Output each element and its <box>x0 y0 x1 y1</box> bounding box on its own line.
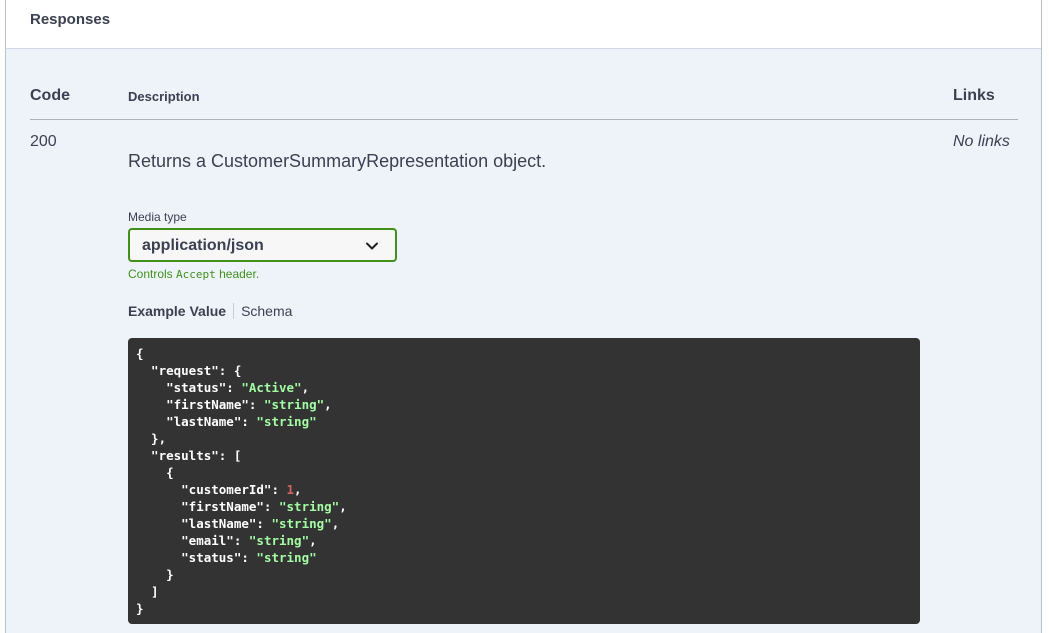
tab-divider <box>233 303 235 319</box>
code-line: } <box>136 567 174 582</box>
code-line: "firstName": "string", <box>136 499 347 514</box>
code-line: "lastName": "string", <box>136 516 340 531</box>
code-line: "results": [ <box>136 448 242 463</box>
response-code: 200 <box>30 133 57 150</box>
controls-suffix: header. <box>215 267 260 281</box>
example-schema-tabs: Example Value Schema <box>128 303 292 319</box>
column-header-links: Links <box>953 87 995 104</box>
controls-header-name: Accept <box>176 268 216 281</box>
code-line: "status": "Active", <box>136 380 310 395</box>
chevron-down-icon <box>366 242 378 250</box>
media-type-value: application/json <box>142 237 264 254</box>
section-title: Responses <box>30 11 111 28</box>
tab-schema[interactable]: Schema <box>241 303 293 319</box>
code-line: { <box>136 465 174 480</box>
example-json-text: { "request": { "status": "Active", "firs… <box>136 345 912 617</box>
responses-header: Responses <box>6 0 1041 49</box>
code-line: "lastName": "string" <box>136 414 317 429</box>
code-line: "customerId": 1, <box>136 482 302 497</box>
code-line: { <box>136 346 144 361</box>
code-line: "email": "string", <box>136 533 317 548</box>
response-description: Returns a CustomerSummaryRepresentation … <box>128 151 547 171</box>
media-type-label: Media type <box>128 210 187 224</box>
tab-example-value[interactable]: Example Value <box>128 303 227 319</box>
code-line: } <box>136 601 144 616</box>
column-header-code: Code <box>30 87 70 104</box>
response-links: No links <box>953 133 1010 150</box>
column-header-description: Description <box>128 89 200 104</box>
controls-accept-note: Controls Accept header. <box>128 267 259 281</box>
controls-prefix: Controls <box>128 267 177 281</box>
header-divider <box>30 119 1018 120</box>
code-line: }, <box>136 431 167 446</box>
media-type-select[interactable]: application/json <box>128 228 397 262</box>
responses-panel: Responses Code Description Links 200 Ret… <box>5 0 1042 633</box>
example-value-code[interactable]: { "request": { "status": "Active", "firs… <box>128 338 920 624</box>
code-line: ] <box>136 584 159 599</box>
code-line: "request": { <box>136 363 242 378</box>
responses-body: Code Description Links 200 Returns a Cus… <box>6 49 1041 633</box>
code-line: "firstName": "string", <box>136 397 332 412</box>
code-line: "status": "string" <box>136 550 317 565</box>
